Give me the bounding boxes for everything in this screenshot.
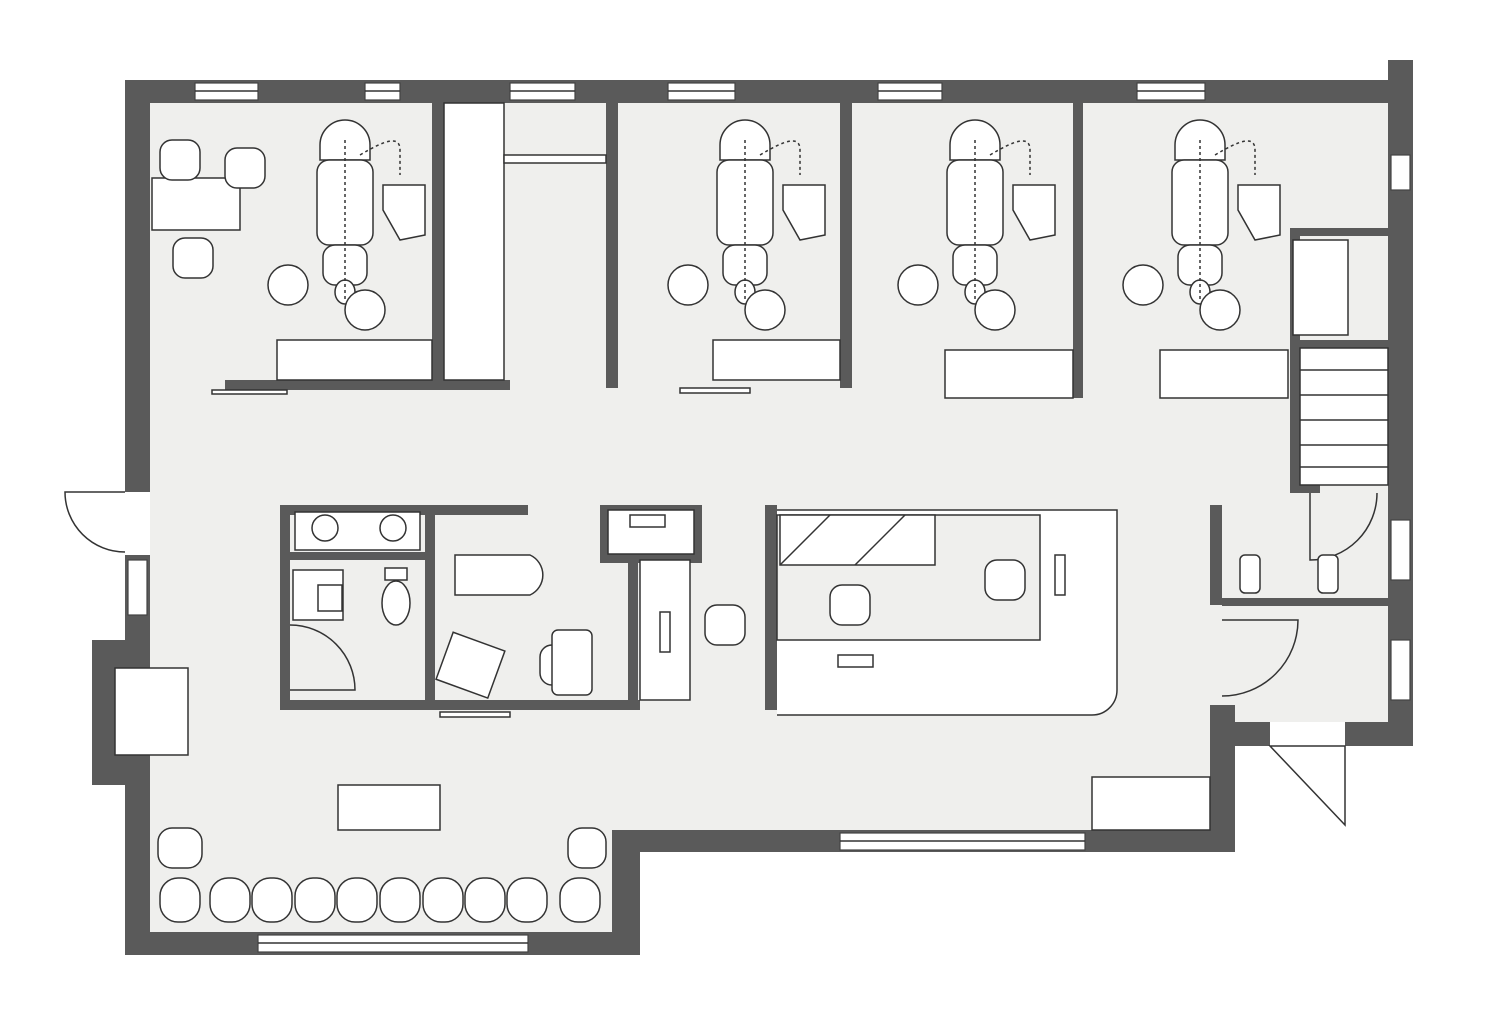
stool (267, 264, 309, 306)
dental-chair (667, 119, 826, 331)
armchair (157, 827, 203, 869)
chair (172, 237, 214, 279)
chair (224, 147, 266, 189)
armchair (567, 827, 607, 869)
waiting-chair (209, 877, 251, 923)
interior-partitions (225, 103, 1388, 710)
staircase (1299, 347, 1389, 486)
doors[interactable] (64, 387, 1378, 827)
stool (974, 289, 1016, 331)
waiting-chair (506, 877, 548, 923)
stool (1199, 289, 1241, 331)
waiting-chair (251, 877, 293, 923)
window-seat (114, 667, 189, 756)
windows (114, 82, 1411, 953)
waiting-chair (159, 877, 201, 923)
counters (151, 102, 1349, 831)
chair (829, 584, 871, 626)
dental-chair (267, 119, 426, 331)
computer-workstations (629, 514, 1339, 668)
waiting-chair (422, 877, 464, 923)
dental-chair (897, 119, 1056, 331)
stool (897, 264, 939, 306)
stool (1122, 264, 1164, 306)
stool (344, 289, 386, 331)
waiting-chair (379, 877, 421, 923)
chair (704, 604, 746, 646)
restroom-fixtures (292, 511, 593, 700)
chair (984, 559, 1026, 601)
dental-chairs (267, 119, 1281, 331)
waiting-chair (559, 877, 601, 923)
chair (159, 139, 201, 181)
radiator-bench (1091, 776, 1211, 831)
coffee-table (337, 784, 441, 831)
waiting-area-seats (157, 827, 607, 923)
waiting-chair (336, 877, 378, 923)
stool (744, 289, 786, 331)
dental-chair (1122, 119, 1281, 331)
stool (667, 264, 709, 306)
waiting-chair (464, 877, 506, 923)
seating (159, 139, 1026, 686)
waiting-chair (294, 877, 336, 923)
